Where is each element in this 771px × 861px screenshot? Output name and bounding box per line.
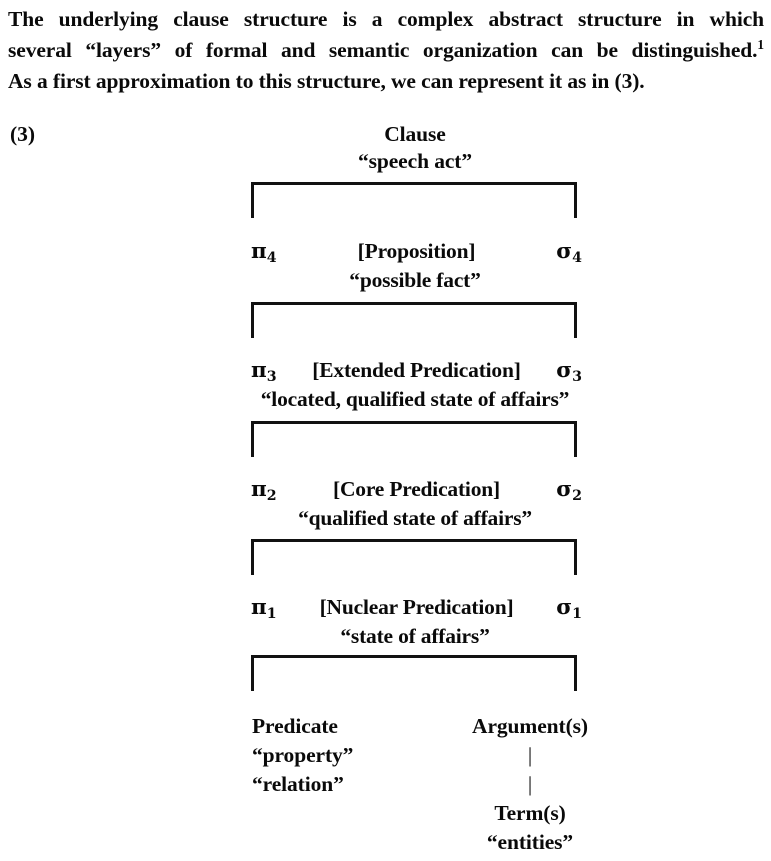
layer-gloss-proposition: “possible fact” (349, 268, 481, 292)
argument-connector-line-2: | (527, 772, 533, 796)
predicate-gloss-property: “property” (252, 743, 354, 767)
argument-connector-line-1: | (527, 743, 533, 767)
layer-gloss-extended-predication: “located, qualified state of affairs” (260, 387, 570, 411)
argument-label: Argument(s) (472, 714, 588, 738)
clause-title-gloss: “speech act” (357, 149, 473, 173)
bracket-clause (251, 182, 577, 218)
pi-operator-4: π4 (251, 239, 277, 266)
sigma-operator-3: σ3 (556, 358, 582, 385)
intro-paragraph: The underlying clause structure is a com… (8, 4, 764, 97)
argument-block: Argument(s) | | Term(s) “entities” (455, 712, 605, 857)
bracket-proposition (251, 302, 577, 338)
clause-title: Clause (384, 122, 446, 146)
layer-row-nuclear-predication: π1 [Nuclear Predication] σ1 (240, 594, 592, 624)
sigma-operator-1: σ1 (556, 595, 582, 622)
term-label: Term(s) (494, 801, 566, 825)
intro-line-2: several “layers” of formal and semantic … (8, 35, 764, 66)
intro-line-2-text: several “layers” of formal and semantic … (8, 38, 758, 62)
term-gloss: “entities” (486, 830, 574, 854)
intro-line-3: As a first approximation to this structu… (8, 69, 645, 93)
predicate-label: Predicate (252, 714, 338, 738)
footnote-marker: 1 (757, 36, 764, 52)
pi-operator-2: π2 (251, 477, 277, 504)
pi-operator-3: π3 (251, 358, 277, 385)
intro-line-1: The underlying clause structure is a com… (8, 7, 764, 31)
pi-operator-1: π1 (251, 595, 277, 622)
sigma-operator-2: σ2 (556, 477, 582, 504)
bracket-core-predication (251, 539, 577, 575)
layer-label-proposition: [Proposition] (357, 239, 476, 263)
layer-row-core-predication: π2 [Core Predication] σ2 (240, 476, 592, 506)
predicate-block: Predicate “property” “relation” (252, 712, 392, 799)
layer-gloss-nuclear-predication: “state of affairs” (340, 624, 490, 648)
sigma-operator-4: σ4 (556, 239, 582, 266)
layer-gloss-core-predication: “qualified state of affairs” (298, 506, 532, 530)
predicate-gloss-relation: “relation” (252, 772, 344, 796)
layer-label-extended-predication: [Extended Predication] (312, 358, 521, 382)
layer-label-nuclear-predication: [Nuclear Predication] (319, 595, 514, 619)
layer-row-proposition: π4 [Proposition] σ4 (240, 238, 592, 268)
bracket-extended-predication (251, 421, 577, 457)
example-number: (3) (10, 122, 36, 146)
layer-row-extended-predication: π3 [Extended Predication] σ3 (240, 357, 592, 387)
bracket-nuclear-predication (251, 655, 577, 691)
layer-label-core-predication: [Core Predication] (333, 477, 500, 501)
